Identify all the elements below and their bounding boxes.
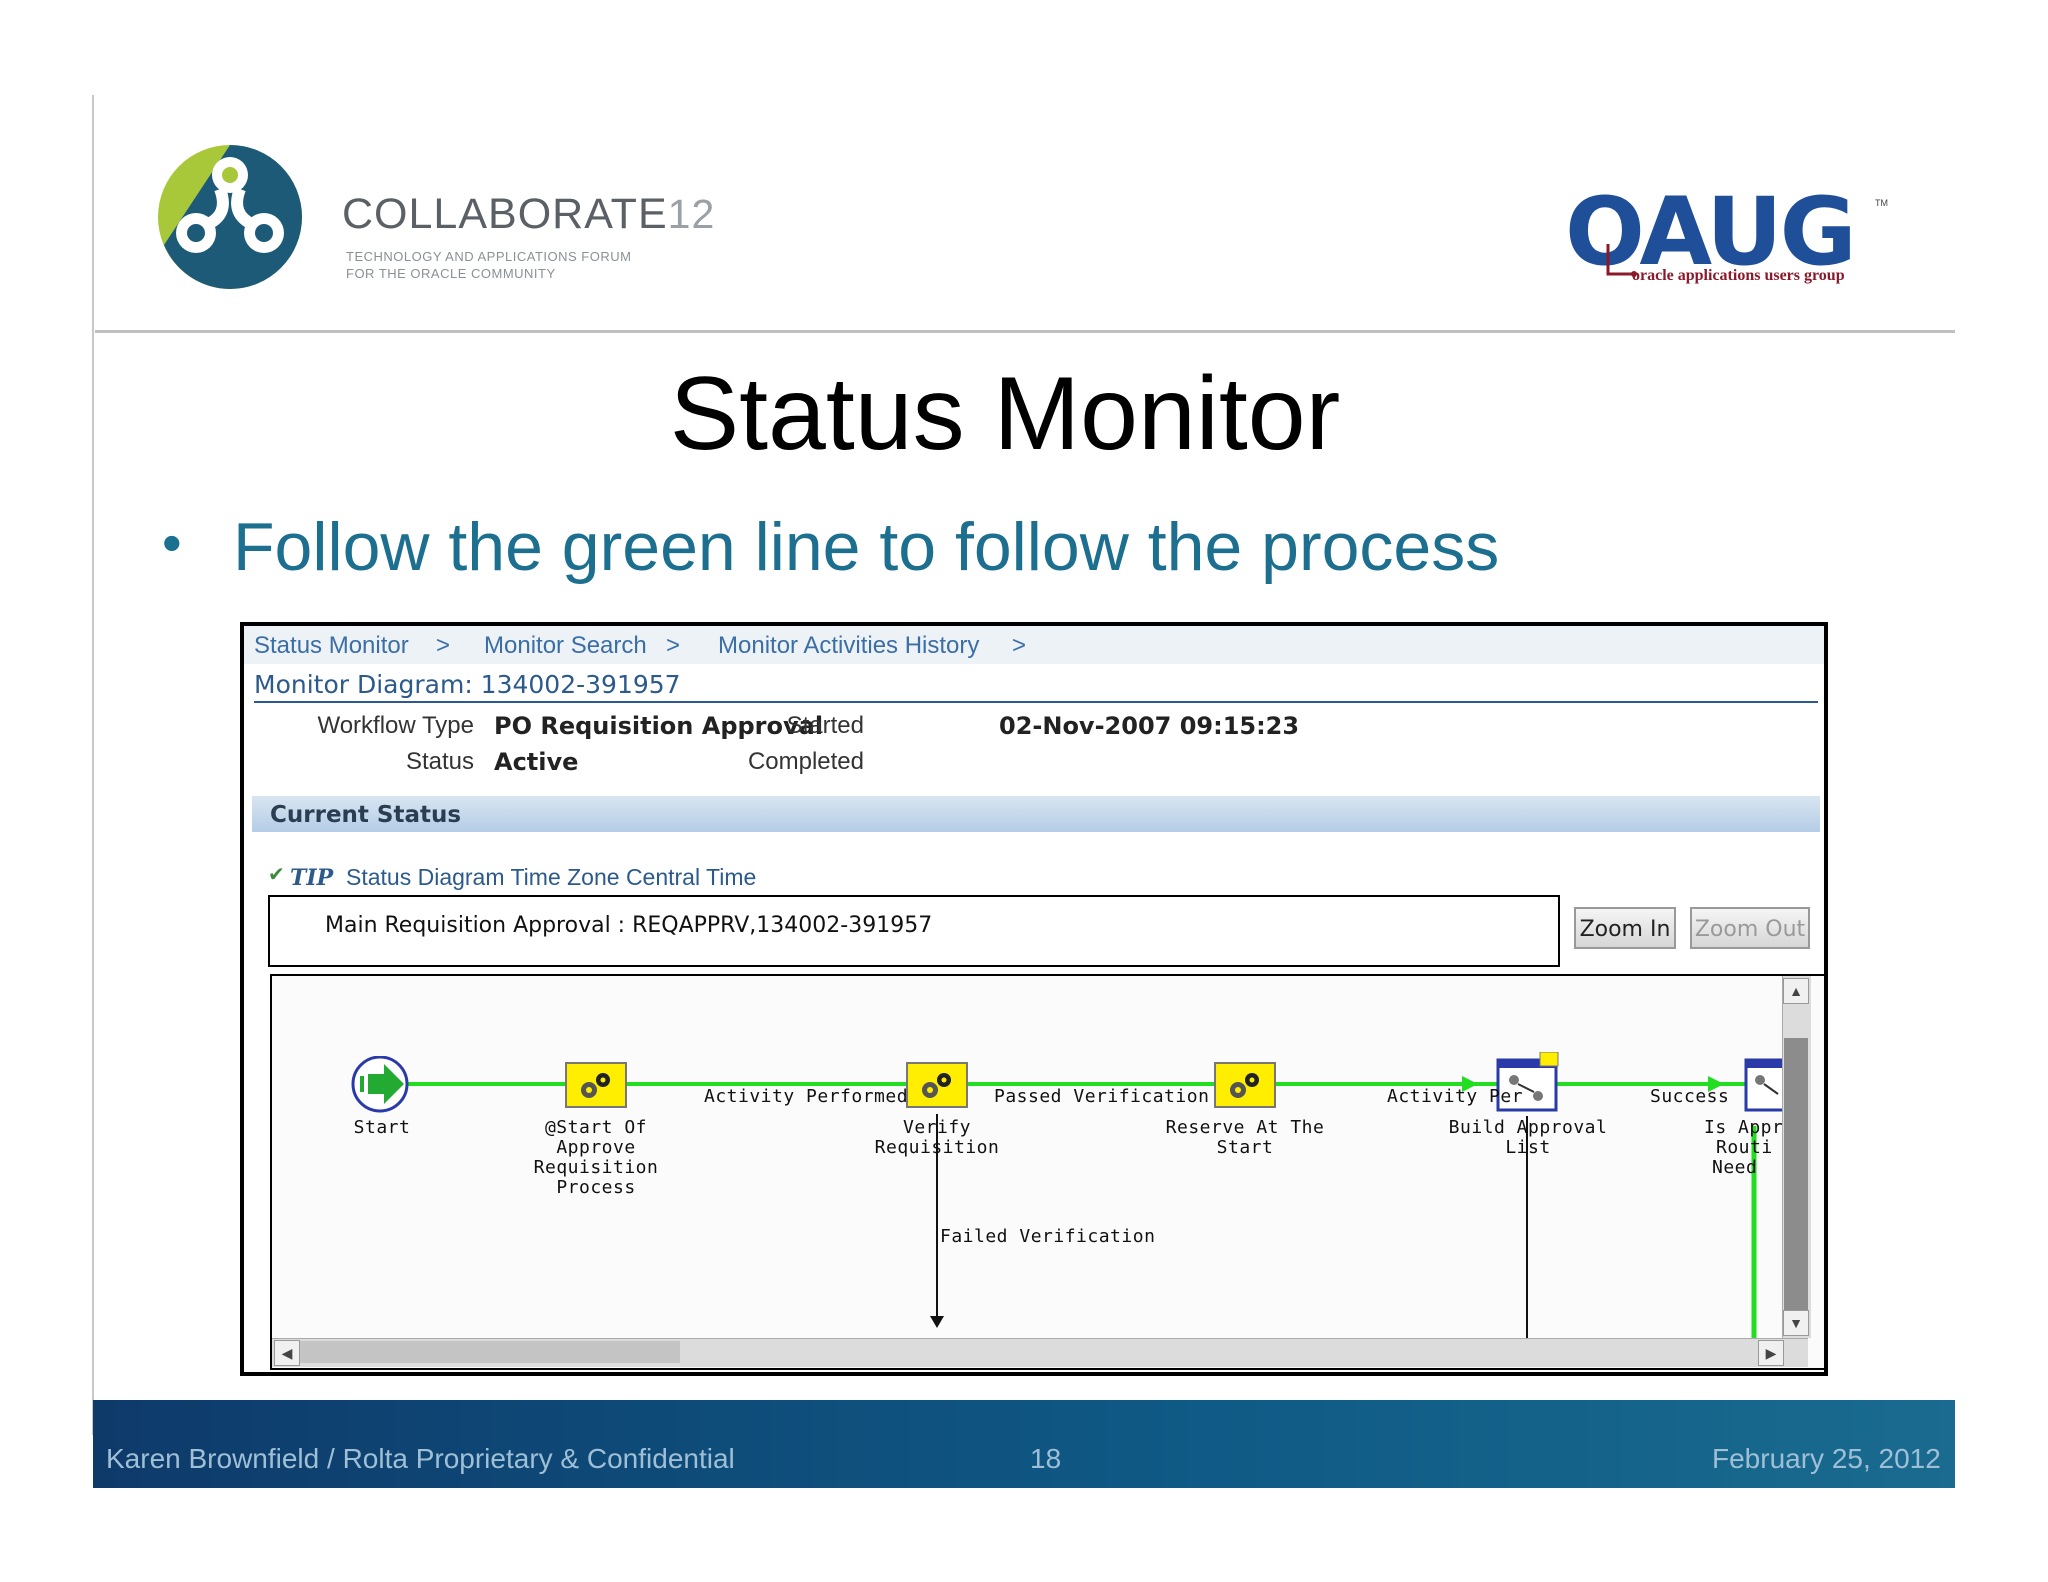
- monitor-diagram-heading: Monitor Diagram: 134002-391957: [254, 670, 681, 699]
- flow-arrowhead: [1708, 1076, 1724, 1092]
- status-monitor-screenshot: Status Monitor > Monitor Search > Monito…: [240, 622, 1828, 1376]
- zoom-out-button[interactable]: Zoom Out: [1690, 907, 1810, 949]
- oaug-logo: OAUG: [1565, 178, 1857, 287]
- scroll-right-icon[interactable]: ▶: [1758, 1340, 1784, 1366]
- breadcrumb-separator: >: [1012, 632, 1027, 659]
- status-label: Status: [405, 748, 474, 775]
- zoom-in-button[interactable]: Zoom In: [1574, 907, 1676, 949]
- failed-arrowhead: [930, 1316, 944, 1328]
- checkmark-icon: ✔: [268, 864, 285, 886]
- node-label-verify-requisition: Verify Requisition: [874, 1117, 1000, 1158]
- gears-icon[interactable]: [565, 1062, 627, 1108]
- horizontal-scroll-thumb[interactable]: [300, 1341, 680, 1363]
- left-border-line: [92, 95, 94, 1435]
- collaborate-title: COLLABORATE12: [342, 190, 716, 238]
- process-title-text: Main Requisition Approval : REQAPPRV,134…: [325, 913, 933, 938]
- oaug-connector-icon: [1606, 244, 1637, 277]
- workflow-type-value: PO Requisition Approval: [494, 712, 824, 740]
- current-status-title: Current Status: [270, 802, 462, 828]
- started-label: Started: [786, 712, 864, 739]
- tip-text: Status Diagram Time Zone Central Time: [346, 864, 757, 890]
- footer-bar: [93, 1400, 1955, 1488]
- subprocess-icon[interactable]: [1744, 1056, 1784, 1112]
- edge-label-passed-verification: Passed Verification: [994, 1086, 1210, 1107]
- breadcrumb-separator: >: [666, 632, 681, 659]
- completed-label: Completed: [747, 748, 864, 775]
- vertical-scroll-thumb[interactable]: [1784, 1038, 1808, 1320]
- breadcrumb-monitor-activities-history[interactable]: Monitor Activities History: [718, 632, 980, 659]
- header-divider: [95, 330, 1955, 333]
- breadcrumb-status-monitor[interactable]: Status Monitor: [254, 632, 409, 659]
- edge-label-failed-verification: Failed Verification: [940, 1226, 1156, 1247]
- footer-page-number: 18: [1030, 1443, 1062, 1474]
- breadcrumb: Status Monitor > Monitor Search > Monito…: [244, 626, 1824, 664]
- process-diagram: Start @Start Of Approve Requisition Proc…: [270, 974, 1824, 1370]
- oaug-tm: TM: [1875, 198, 1888, 208]
- collaborate-logo-icon: [158, 145, 302, 289]
- started-value: 02-Nov-2007 09:15:23: [999, 712, 1300, 740]
- edge-label-success: Success: [1650, 1086, 1730, 1107]
- gears-icon[interactable]: [1214, 1062, 1276, 1108]
- node-label-start-of-approve: @Start Of Approve Requisition Process: [533, 1117, 659, 1198]
- edge-label-activity-per: Activity Per: [1387, 1086, 1524, 1107]
- slide-title: Status Monitor: [669, 356, 1341, 472]
- breadcrumb-separator: >: [436, 632, 451, 659]
- node-label-reserve: Reserve At The Start: [1165, 1117, 1325, 1158]
- current-status-bar: [252, 796, 1820, 832]
- breadcrumb-monitor-search[interactable]: Monitor Search: [484, 632, 647, 659]
- start-arrow-icon[interactable]: [350, 1056, 414, 1116]
- process-title-box: [268, 895, 1560, 967]
- workflow-type-label: Workflow Type: [317, 712, 474, 739]
- collaborate-subtitle: TECHNOLOGY AND APPLICATIONS FORUM FOR TH…: [346, 249, 632, 281]
- scroll-up-icon[interactable]: ▲: [1783, 978, 1809, 1004]
- tip-label: TIP: [290, 865, 334, 891]
- node-label-build-approval: Build Approval List: [1448, 1117, 1608, 1158]
- edge-label-activity-performed: Activity Performed: [704, 1086, 909, 1107]
- node-label-start: Start: [353, 1117, 411, 1138]
- footer-author: Karen Brownfield / Rolta Proprietary & C…: [106, 1443, 735, 1474]
- scroll-left-icon[interactable]: ◀: [274, 1340, 300, 1366]
- heading-rule: [254, 701, 1818, 703]
- gears-icon[interactable]: [906, 1062, 968, 1108]
- scroll-down-icon[interactable]: ▼: [1783, 1310, 1809, 1336]
- oaug-tagline: oracle applications users group: [1632, 267, 1845, 284]
- status-value: Active: [494, 748, 579, 776]
- footer-date: February 25, 2012: [1712, 1443, 1941, 1474]
- subprocess-icon[interactable]: [1496, 1052, 1560, 1112]
- node-label-is-approval: Is Appr Routi Need: [1704, 1117, 1784, 1178]
- bullet-icon: •: [162, 511, 182, 574]
- flow-arrowhead: [1462, 1076, 1478, 1092]
- bullet-text: Follow the green line to follow the proc…: [233, 509, 1500, 585]
